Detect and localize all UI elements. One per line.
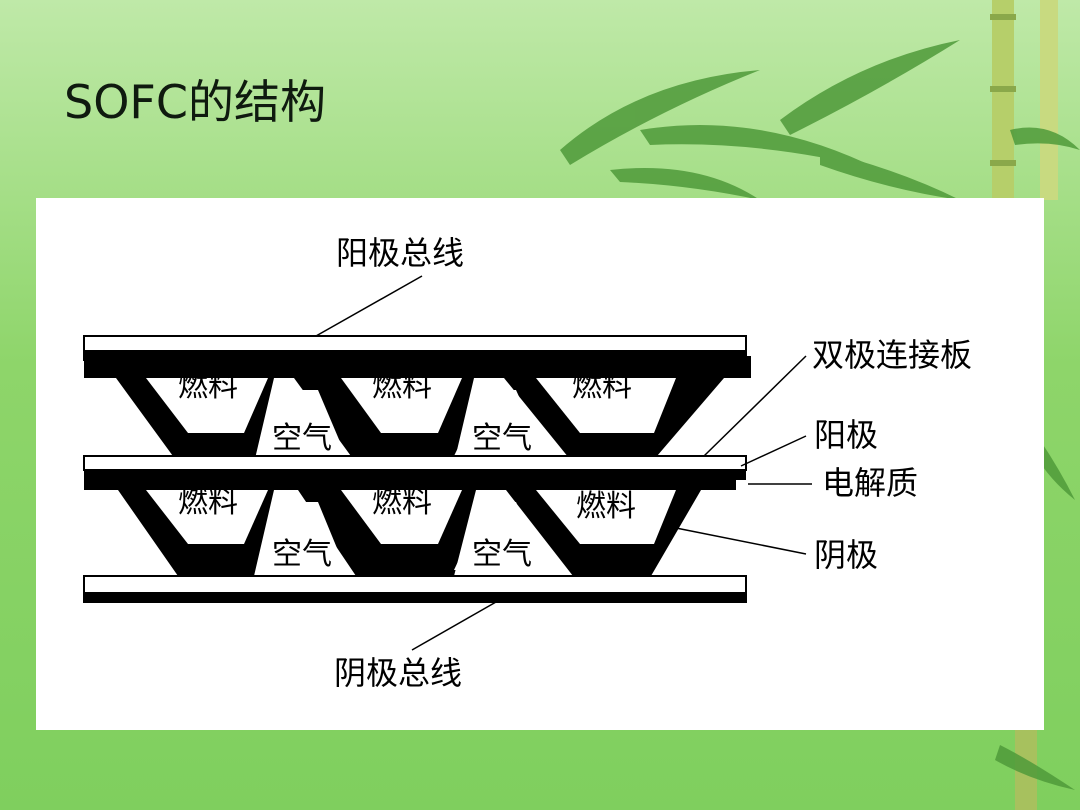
anode-bus-leader bbox=[315, 275, 423, 337]
bamboo-leaf-icon bbox=[560, 40, 1080, 790]
fuel-channel-lower-3 bbox=[536, 490, 676, 544]
cathode-bus-leader bbox=[411, 601, 497, 651]
callout-lines bbox=[315, 275, 812, 651]
air-channel-upper-1 bbox=[256, 390, 346, 456]
anode-bus-bar-shade bbox=[84, 350, 746, 358]
fuel-channel-lower-2 bbox=[341, 490, 462, 544]
page-title: SOFC的结构 bbox=[64, 75, 326, 129]
anode-label: 阳极 bbox=[814, 416, 878, 454]
cathode-bus-bar-shade bbox=[84, 592, 746, 602]
air-channel-upper-2 bbox=[454, 390, 546, 456]
electrolyte-layer bbox=[84, 470, 746, 480]
anode-layer bbox=[83, 455, 747, 471]
fuel-label: 燃料 bbox=[178, 485, 238, 520]
fuel-label: 燃料 bbox=[576, 489, 636, 524]
air-label: 空气 bbox=[272, 421, 332, 456]
cathode-bus-label: 阴极总线 bbox=[334, 654, 462, 692]
fuel-label: 燃料 bbox=[178, 369, 238, 404]
cathode-label: 阴极 bbox=[814, 536, 878, 574]
bipolar-plate-leader bbox=[703, 355, 807, 457]
air-channel-lower-1 bbox=[256, 502, 346, 570]
anode-bus-label: 阳极总线 bbox=[336, 234, 464, 272]
fuel-channel-lower-1 bbox=[146, 490, 268, 544]
air-label: 空气 bbox=[272, 537, 332, 572]
fuel-label: 燃料 bbox=[372, 485, 432, 520]
fuel-label: 燃料 bbox=[372, 369, 432, 404]
electrolyte-label: 电解质 bbox=[822, 464, 918, 502]
fuel-channel-upper-1 bbox=[146, 378, 268, 433]
fuel-channel-upper-3 bbox=[536, 378, 676, 433]
fuel-channel-upper-2 bbox=[341, 378, 462, 433]
sofc-structure-diagram: 燃料 燃料 燃料 燃料 燃料 燃料 空气 空气 空气 空气 阳极总线 双极连接板… bbox=[83, 234, 972, 692]
air-label: 空气 bbox=[472, 421, 532, 456]
fuel-label: 燃料 bbox=[572, 369, 632, 404]
diagram-panel: 燃料 燃料 燃料 燃料 燃料 燃料 空气 空气 空气 空气 阳极总线 双极连接板… bbox=[36, 198, 1044, 730]
bipolar-plate-label: 双极连接板 bbox=[812, 336, 972, 374]
air-label: 空气 bbox=[472, 537, 532, 572]
anode-leader bbox=[740, 435, 807, 467]
air-channel-lower-2 bbox=[454, 502, 546, 570]
cathode-leader bbox=[675, 527, 807, 555]
